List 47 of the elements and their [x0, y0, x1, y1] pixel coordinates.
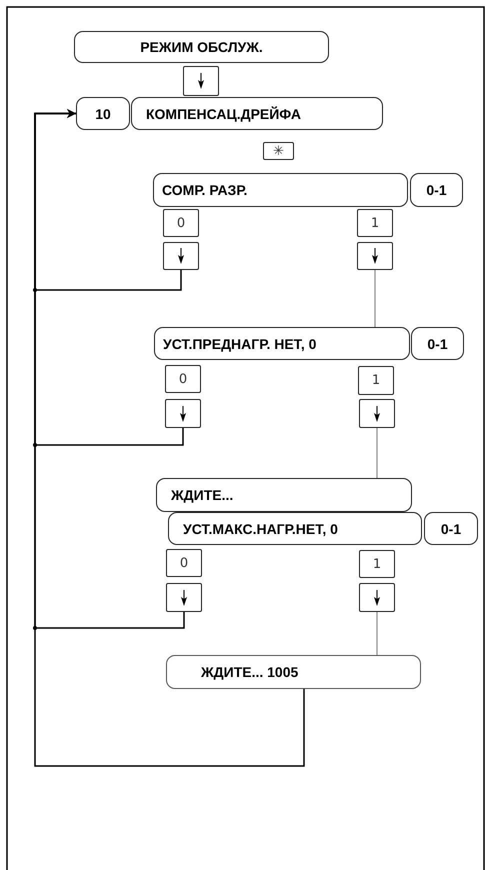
display-box	[424, 512, 478, 545]
key-box	[163, 209, 199, 237]
key-box	[165, 365, 201, 393]
display-box	[410, 173, 463, 207]
key-box	[183, 66, 219, 96]
display-text: УСТ.МАКС.НАГР.НЕТ, 0	[183, 520, 338, 536]
display-box	[166, 655, 421, 689]
key-box	[165, 399, 201, 428]
display-text: КОМПЕНСАЦ.ДРЕЙФА	[146, 106, 302, 122]
display-text: ЖДИТЕ... 1005	[201, 664, 298, 680]
key-box	[359, 399, 395, 428]
key-box	[166, 583, 202, 612]
key-box	[163, 242, 199, 270]
display-box	[131, 97, 383, 130]
key-box	[263, 142, 294, 160]
key-box	[166, 549, 202, 577]
display-box	[154, 327, 410, 360]
connector-line	[374, 270, 376, 328]
display-text: СОМР. РАЗР.	[162, 182, 248, 198]
key-label: 0	[176, 216, 186, 230]
key-box	[357, 242, 393, 270]
display-box	[76, 97, 130, 130]
display-box	[168, 512, 422, 545]
key-label: 0	[178, 372, 188, 386]
display-text: 0-1	[427, 336, 448, 352]
key-label: ✳	[273, 144, 284, 158]
key-label: 1	[372, 373, 380, 388]
connector-line	[376, 612, 378, 656]
key-label: 1	[372, 556, 382, 572]
display-text: ЖДИТЕ...	[171, 487, 234, 503]
key-box	[357, 209, 393, 237]
connector-line	[376, 428, 378, 478]
key-label: 0	[180, 556, 188, 570]
key-box	[358, 366, 394, 395]
display-text: 0-1	[426, 182, 447, 198]
display-text: 10	[95, 106, 111, 122]
display-box	[74, 31, 329, 63]
connector-line	[34, 109, 305, 767]
key-label: 1	[370, 216, 380, 230]
display-box	[411, 327, 464, 360]
display-text: УСТ.ПРЕДНАГР. НЕТ, 0	[163, 336, 316, 352]
key-box	[359, 583, 395, 612]
key-box	[359, 550, 395, 578]
display-text: РЕЖИМ ОБСЛУЖ.	[140, 39, 263, 55]
display-box	[153, 173, 408, 207]
display-text: 0-1	[440, 520, 462, 536]
display-box	[156, 478, 412, 512]
